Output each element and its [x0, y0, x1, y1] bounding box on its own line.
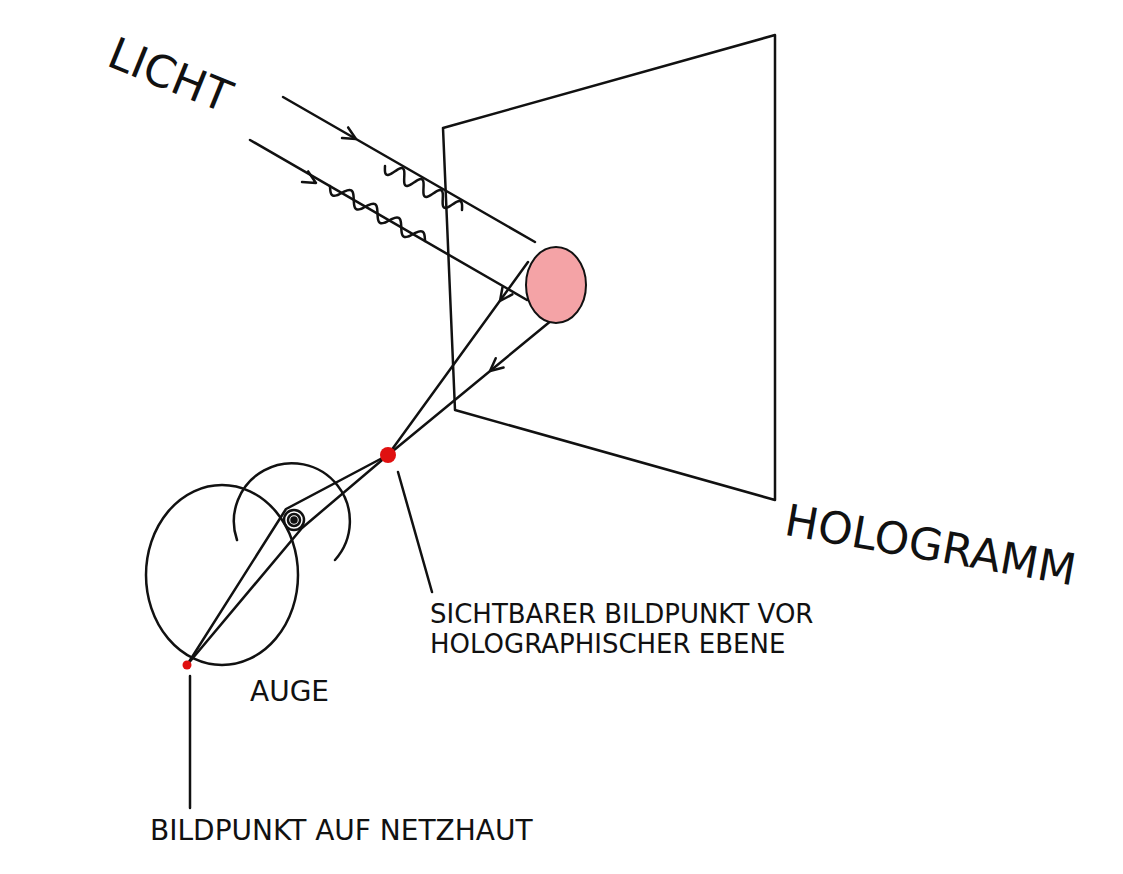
light-wave	[385, 166, 462, 210]
hologram-plate	[443, 35, 775, 500]
eye-pupil	[288, 514, 300, 526]
image-ray	[388, 320, 552, 455]
eye-ball	[146, 485, 298, 665]
light-label: LICHT	[101, 28, 239, 123]
eye-cornea	[234, 463, 350, 560]
ray-arrowhead	[342, 127, 356, 139]
eye-ray	[187, 455, 388, 665]
retina-point-label: BILDPUNKT AUF NETZHAUT	[150, 815, 533, 847]
eye-pupil	[292, 518, 297, 523]
ray-arrowhead	[302, 171, 316, 183]
leader-line	[398, 472, 432, 592]
object-point	[526, 247, 586, 323]
ray-arrowhead	[500, 287, 512, 301]
eye-label: AUGE	[250, 676, 329, 708]
retina-point	[183, 661, 192, 670]
eye-pupil	[284, 510, 304, 530]
light-ray	[250, 140, 527, 300]
light-wave	[330, 186, 425, 241]
image-point-label: SICHTBARER BILDPUNKT VOR HOLOGRAPHISCHER…	[430, 600, 890, 660]
leader-line	[189, 676, 192, 808]
light-ray	[283, 97, 535, 242]
image-point	[380, 447, 396, 463]
eye-ray	[187, 455, 388, 665]
hologram-label: HOLOGRAMM	[781, 495, 1080, 596]
ray-arrowhead	[490, 358, 504, 371]
